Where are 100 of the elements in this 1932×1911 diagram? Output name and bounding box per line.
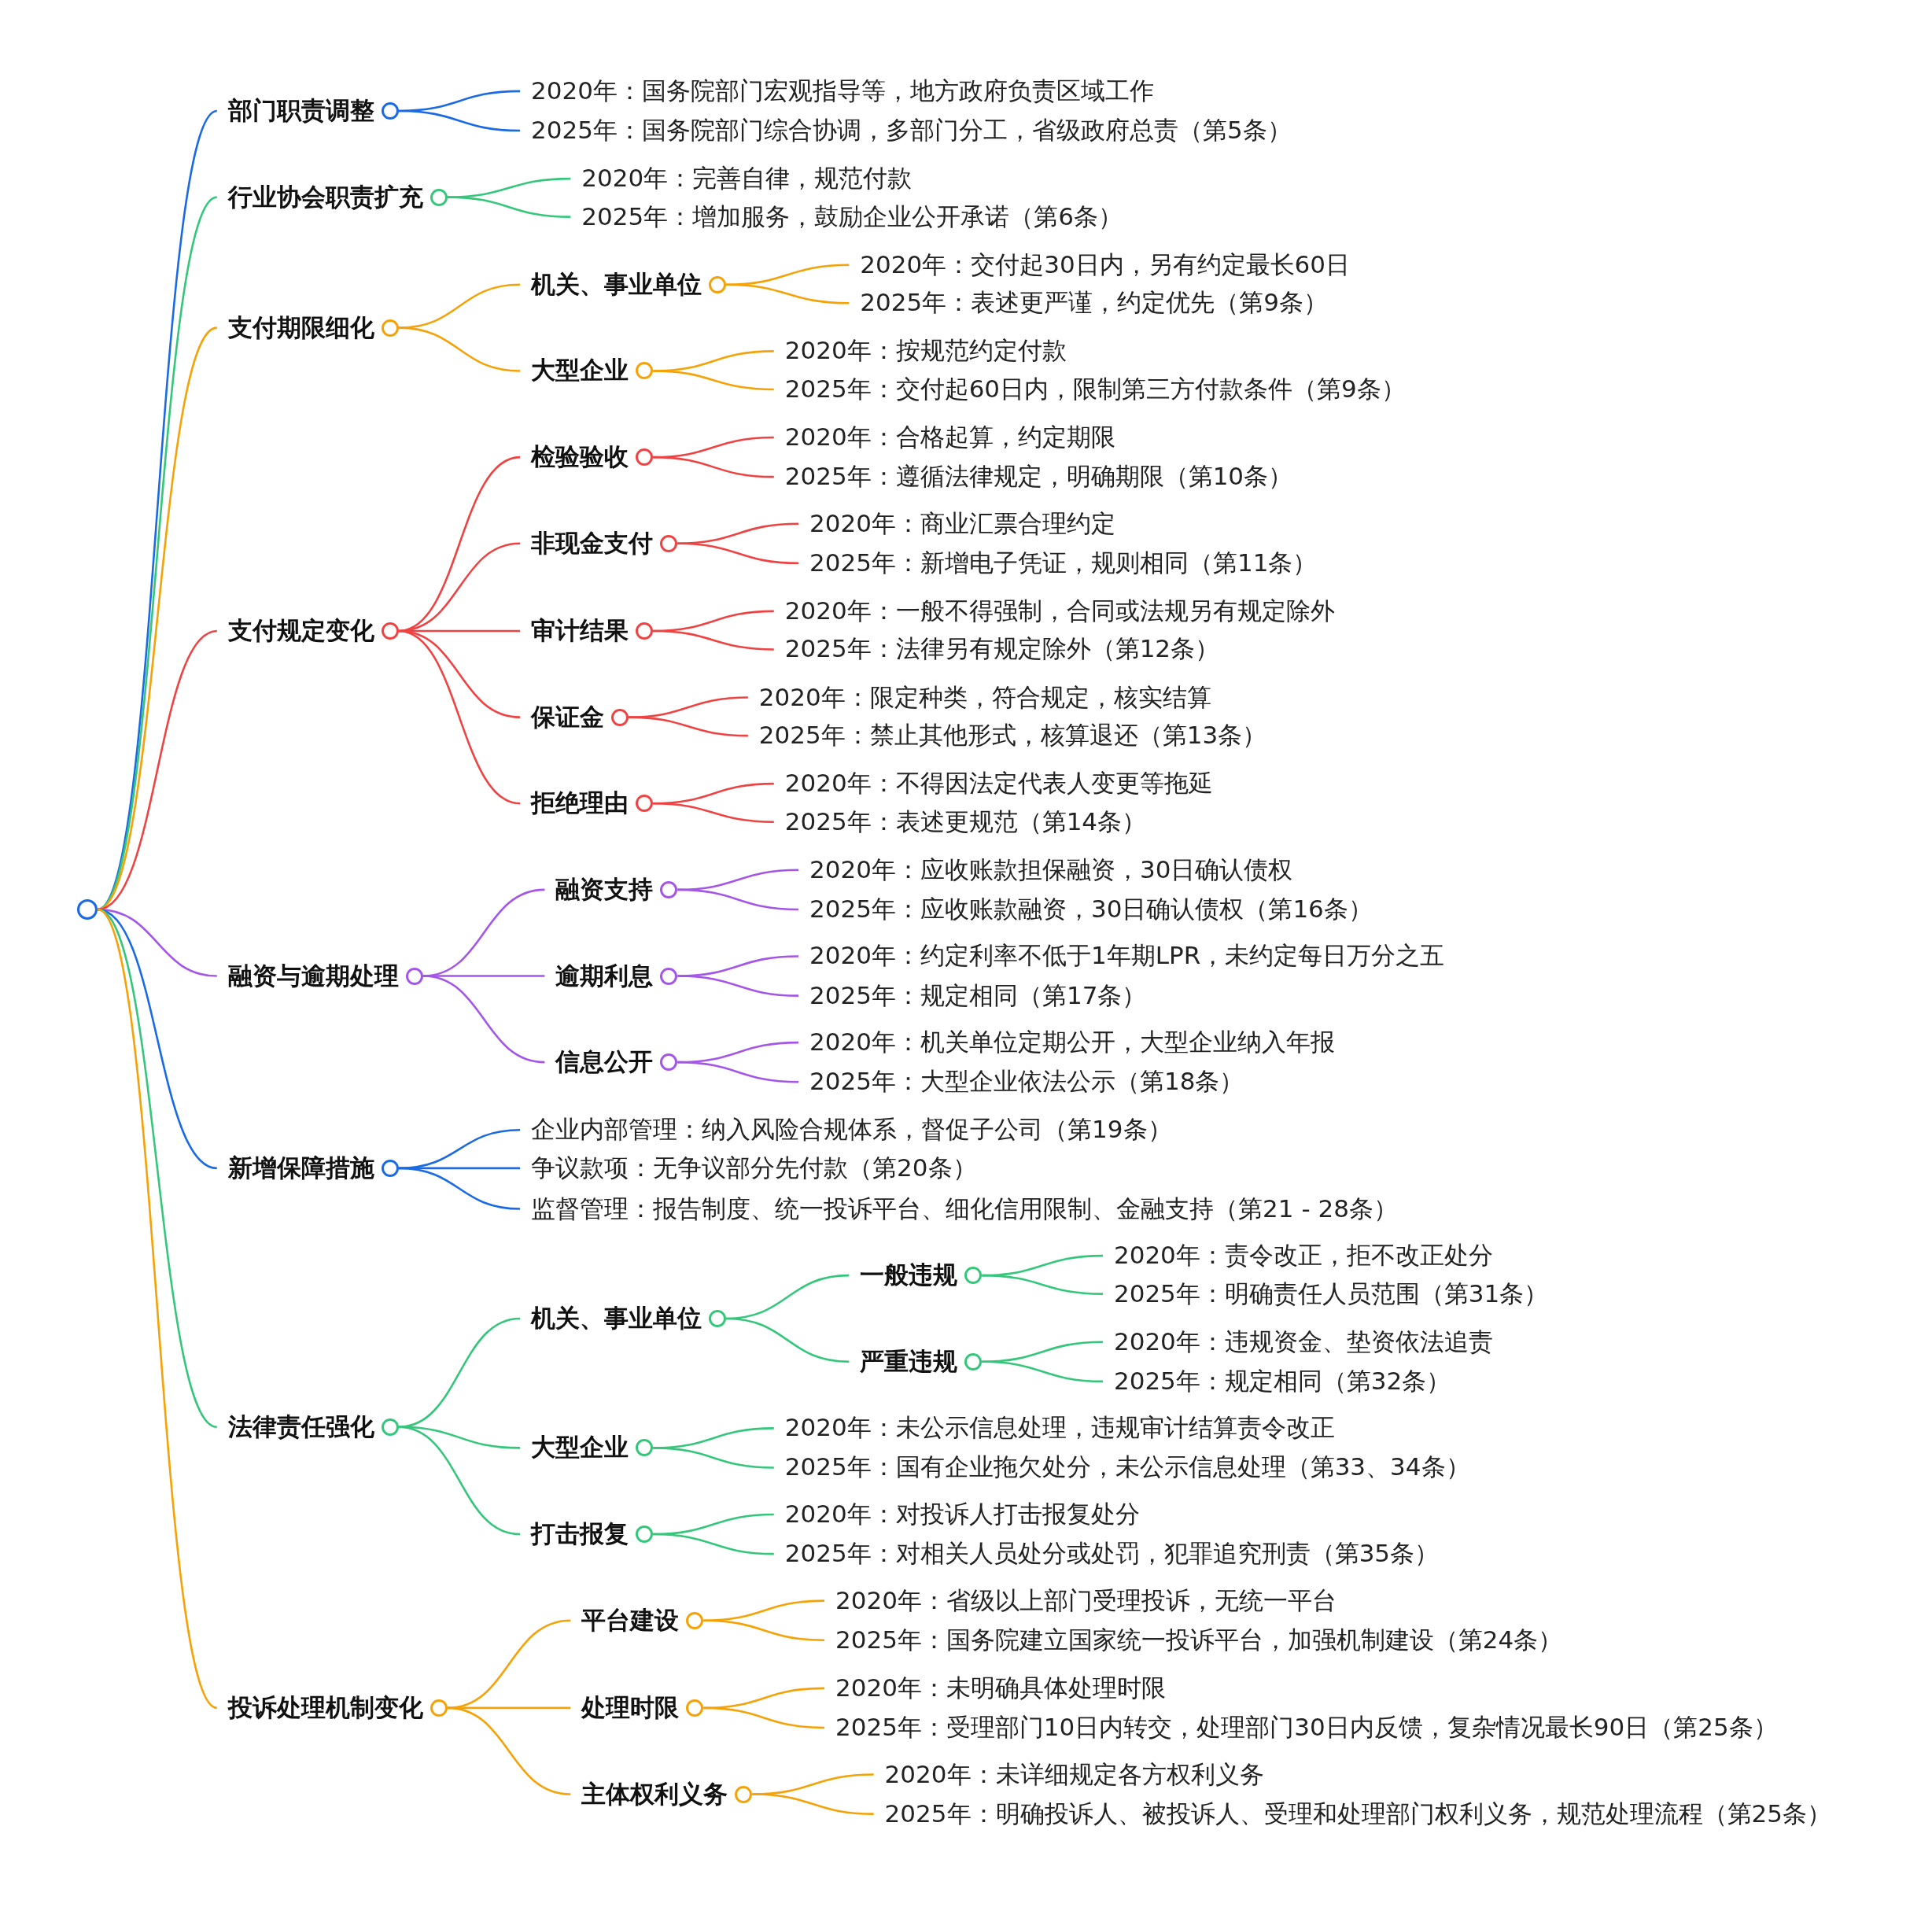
leaf-text: 2025年：法律另有规定除外（第12条） [773, 633, 1220, 666]
leaf-text: 2020年：合格起算，约定期限 [773, 421, 1115, 455]
topic-label: 支付期限细化 [227, 312, 374, 343]
topic-label: 主体权利义务 [581, 1778, 728, 1810]
topic-label: 投诉处理机制变化 [227, 1691, 423, 1723]
leaf-text: 2020年：限定种类，符合规定，核实结算 [747, 681, 1211, 714]
connector-line [653, 1533, 774, 1555]
leaf-text: 2020年：商业汇票合理约定 [798, 507, 1115, 540]
topic-label: 打击报复 [531, 1518, 629, 1550]
leaf-text: 2025年：规定相同（第32条） [1102, 1364, 1451, 1398]
topic-label: 拒绝理由 [531, 788, 629, 819]
connector-line [398, 629, 521, 805]
connector-line [726, 264, 850, 286]
connector-line [398, 1426, 521, 1536]
connector-line [629, 716, 748, 737]
connector-line [752, 1793, 874, 1815]
connector-line [982, 1274, 1103, 1295]
topic-label: 部门职责调整 [227, 94, 374, 126]
connector-line [677, 888, 799, 911]
topic-label: 融资与逾期处理 [227, 960, 399, 991]
topic-label: 大型企业 [531, 355, 629, 386]
leaf-text: 2025年：应收账款融资，30日确认债权（第16条） [798, 892, 1373, 926]
leaf-text: 2025年：明确责任人员范围（第31条） [1102, 1277, 1549, 1311]
connector-line [653, 802, 774, 824]
leaf-text: 2025年：遵循法律规定，明确期限（第10条） [773, 460, 1293, 494]
leaf-text: 2020年：未公示信息处理，违规审计结算责令改正 [773, 1411, 1335, 1445]
topic-label: 处理时限 [581, 1691, 680, 1723]
leaf-text: 2020年：省级以上部门受理投诉，无统一平台 [824, 1584, 1337, 1618]
connector-line [398, 326, 521, 372]
topic-label: 融资支持 [555, 873, 654, 905]
connector-line [726, 283, 850, 304]
leaf-text: 2025年：表述更严谨，约定优先（第9条） [849, 286, 1328, 320]
leaf-text: 2025年：对相关人员处分或处罚，犯罪追究刑责（第35条） [773, 1537, 1440, 1571]
connector-line [97, 629, 218, 911]
leaf-text: 2025年：禁止其他形式，核算退还（第13条） [747, 719, 1267, 753]
leaf-text: 争议款项：无争议部分先付款（第20条） [520, 1151, 977, 1185]
leaf-text: 2025年：交付起60日内，限制第三方付款条件（第9条） [773, 372, 1406, 406]
leaf-text: 2020年：对投诉人打击报复处分 [773, 1498, 1140, 1531]
topic-label: 检验验收 [531, 441, 629, 473]
leaf-text: 2020年：机关单位定期公开，大型企业纳入年报 [798, 1026, 1335, 1060]
connector-line [982, 1360, 1103, 1383]
leaf-text: 2020年：应收账款担保融资，30日确认债权 [798, 853, 1293, 887]
topic-label: 平台建设 [581, 1604, 680, 1636]
leaf-text: 2025年：新增电子凭证，规则相同（第11条） [798, 546, 1318, 580]
leaf-text: 2020年：未详细规定各方权利义务 [873, 1758, 1264, 1791]
connector-line [398, 109, 521, 132]
topic-label: 审计结果 [531, 614, 629, 646]
topic-label: 法律责任强化 [227, 1411, 374, 1442]
topic-label: 机关、事业单位 [531, 268, 702, 300]
connector-line [703, 1619, 824, 1642]
connector-line [398, 1129, 521, 1170]
connector-line [653, 370, 774, 391]
leaf-text: 2025年：受理部门10日内转交，处理部门30日内反馈，复杂情况最长90日（第25条） [824, 1711, 1778, 1744]
leaf-text: 2025年：国务院建立国家统一投诉平台，加强机制建设（第24条） [824, 1623, 1563, 1657]
leaf-text: 2025年：国有企业拖欠处分，未公示信息处理（第33、34条） [773, 1451, 1470, 1485]
topic-label: 保证金 [531, 701, 605, 732]
leaf-text: 2020年：一般不得强制，合同或法规另有规定除外 [773, 594, 1335, 628]
topic-label: 严重违规 [860, 1345, 958, 1377]
leaf-text: 2020年：未明确具体处理时限 [824, 1671, 1166, 1705]
connector-line [447, 1706, 571, 1795]
root-circle [77, 898, 98, 920]
leaf-text: 2025年：大型企业依法公示（第18条） [798, 1065, 1244, 1099]
connector-line [447, 196, 571, 218]
connector-line [653, 629, 774, 651]
leaf-text: 2020年：交付起30日内，另有约定最长60日 [849, 248, 1351, 282]
topic-label: 逾期利息 [555, 960, 654, 991]
topic-label: 行业协会职责扩充 [227, 181, 423, 212]
connector-line [653, 456, 774, 478]
connector-line [677, 522, 799, 545]
leaf-text: 监督管理：报告制度、统一投诉平台、细化信用限制、金融支持（第21 - 28条） [520, 1192, 1398, 1226]
connector-line [398, 1167, 521, 1210]
leaf-text: 2020年：国务院部门宏观指导等，地方政府负责区域工作 [520, 74, 1154, 108]
topic-label: 大型企业 [531, 1432, 629, 1463]
leaf-text: 2025年：表述更规范（第14条） [773, 805, 1147, 839]
connector-line [398, 1426, 521, 1449]
connector-line [677, 542, 799, 565]
leaf-text: 2020年：约定利率不低于1年期LPR，未约定每日万分之五 [798, 939, 1445, 973]
leaf-text: 2020年：按规范约定付款 [773, 334, 1067, 368]
connector-line [97, 909, 218, 1709]
connector-line [653, 1447, 774, 1469]
connector-line [703, 1706, 824, 1729]
topic-label: 信息公开 [555, 1046, 654, 1078]
leaf-text: 2025年：国务院部门综合协调，多部门分工，省级政府总责（第5条） [520, 114, 1292, 147]
leaf-text: 2020年：违规资金、垫资依法追责 [1102, 1325, 1493, 1359]
leaf-text: 2025年：增加服务，鼓励企业公开承诺（第6条） [570, 200, 1123, 234]
connector-line [677, 1061, 799, 1083]
leaf-text: 2025年：规定相同（第17条） [798, 979, 1147, 1013]
connector-line [398, 1317, 521, 1429]
topic-label: 机关、事业单位 [531, 1302, 702, 1334]
connector-line [447, 1619, 571, 1710]
leaf-text: 2025年：明确投诉人、被投诉人、受理和处理部门权利义务，规范处理流程（第25条） [873, 1797, 1831, 1831]
leaf-text: 2020年：不得因法定代表人变更等拖延 [773, 767, 1213, 801]
leaf-text: 2020年：完善自律，规范付款 [570, 162, 913, 196]
leaf-text: 2020年：责令改正，拒不改正处分 [1102, 1239, 1493, 1273]
topic-label: 支付规定变化 [227, 614, 374, 646]
topic-label: 非现金支付 [531, 527, 654, 559]
connector-line [422, 975, 545, 1064]
topic-label: 新增保障措施 [227, 1152, 374, 1183]
leaf-text: 企业内部管理：纳入风险合规体系，督促子公司（第19条） [520, 1113, 1172, 1147]
connector-line [982, 1341, 1103, 1363]
